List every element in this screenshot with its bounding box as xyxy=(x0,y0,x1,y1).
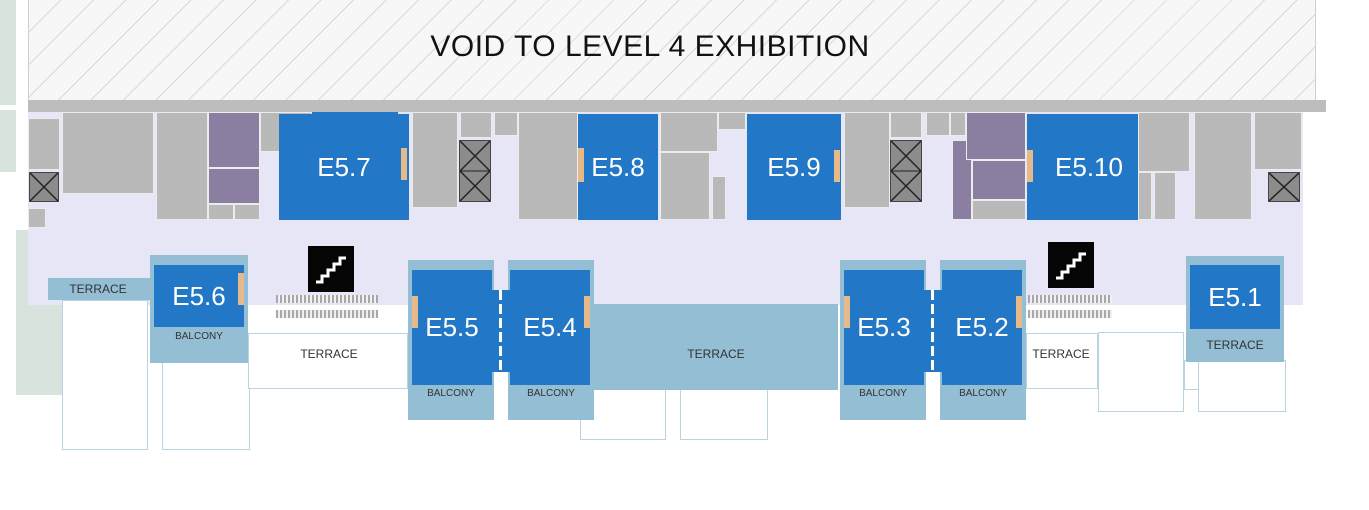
room-e5-1[interactable]: E5.1 xyxy=(1190,265,1280,329)
balcony-label: BALCONY xyxy=(175,331,223,342)
service-unit xyxy=(208,168,260,204)
void-area xyxy=(28,0,1316,100)
room-e5-5[interactable]: E5.5 xyxy=(412,270,492,385)
cross-box-icon xyxy=(459,140,491,202)
service-unit xyxy=(1138,172,1152,220)
room-label: E5.2 xyxy=(955,312,1009,342)
service-unit xyxy=(972,200,1026,220)
room-label: E5.10 xyxy=(1055,151,1123,182)
left-edge-strip xyxy=(0,110,16,172)
service-unit xyxy=(28,118,60,170)
service-unit xyxy=(1154,172,1176,220)
service-unit xyxy=(952,140,972,220)
terrace-area xyxy=(1026,333,1098,389)
room-label: E5.6 xyxy=(172,280,226,311)
stair-icon xyxy=(1048,242,1094,288)
lift-bank xyxy=(276,295,378,303)
door xyxy=(238,273,244,305)
room-label: E5.7 xyxy=(317,151,371,182)
door xyxy=(844,296,850,328)
balcony-label: BALCONY xyxy=(959,388,1007,399)
stair-icon xyxy=(308,246,354,292)
outline-area xyxy=(1198,360,1286,412)
service-unit xyxy=(926,112,950,136)
outline-area xyxy=(62,300,148,450)
service-unit xyxy=(208,204,234,220)
service-unit xyxy=(950,112,966,136)
balcony-label: BALCONY xyxy=(527,388,575,399)
void-title: VOID TO LEVEL 4 EXHIBITION xyxy=(430,30,870,63)
service-unit xyxy=(1194,112,1252,220)
lift-bank xyxy=(1028,295,1112,303)
service-unit xyxy=(660,152,710,220)
service-unit xyxy=(518,112,578,220)
room-label: E5.3 xyxy=(857,312,911,342)
door xyxy=(401,148,407,180)
room-e5-7[interactable]: E5.7 xyxy=(279,114,409,220)
terrace-label: TERRACE xyxy=(687,347,745,361)
room-label: E5.9 xyxy=(767,151,821,182)
service-unit xyxy=(712,176,726,220)
lift-bank xyxy=(1028,310,1112,318)
door xyxy=(584,296,590,328)
terrace-area xyxy=(248,333,408,389)
service-unit xyxy=(208,112,260,168)
service-unit xyxy=(660,112,718,152)
balcony-label: BALCONY xyxy=(859,388,907,399)
room-label: E5.5 xyxy=(425,312,479,342)
door xyxy=(412,296,418,328)
outline-area xyxy=(680,388,768,440)
service-unit xyxy=(234,204,260,220)
terrace-label: TERRACE xyxy=(1206,338,1264,352)
room-label: E5.8 xyxy=(591,151,645,182)
door xyxy=(578,148,584,182)
door xyxy=(834,150,840,182)
partition xyxy=(499,290,502,372)
service-unit xyxy=(28,208,46,228)
service-unit xyxy=(972,160,1026,200)
left-edge-strip xyxy=(0,0,16,105)
service-unit xyxy=(890,112,922,138)
outline-area xyxy=(580,388,666,440)
service-unit xyxy=(494,112,518,136)
room-e5-2[interactable]: E5.2 xyxy=(942,270,1022,385)
room-e5-9[interactable]: E5.9 xyxy=(747,114,841,220)
outline-area xyxy=(1098,332,1184,412)
terrace-center xyxy=(594,304,838,390)
service-unit xyxy=(966,112,1026,160)
terrace-label: TERRACE xyxy=(1032,347,1090,361)
service-unit xyxy=(62,112,154,194)
room-e5-6[interactable]: E5.6 xyxy=(154,265,244,327)
terrace-label: TERRACE xyxy=(300,347,358,361)
outline-area xyxy=(162,360,250,450)
room-e5-7-annex xyxy=(312,112,398,120)
room-e5-3[interactable]: E5.3 xyxy=(844,270,924,385)
lift-bank xyxy=(276,310,378,318)
partition xyxy=(931,290,934,372)
cross-box-icon xyxy=(890,140,922,202)
service-unit xyxy=(718,112,746,130)
service-unit xyxy=(1138,112,1190,172)
room-label: E5.4 xyxy=(523,312,577,342)
service-unit xyxy=(156,112,208,220)
room-e5-4[interactable]: E5.4 xyxy=(510,270,590,385)
room-e5-10[interactable]: E5.10 xyxy=(1027,114,1151,220)
room-label: E5.1 xyxy=(1208,281,1262,312)
balcony-label: BALCONY xyxy=(427,388,475,399)
void-ledge xyxy=(28,100,1326,112)
service-unit xyxy=(1254,112,1302,170)
terrace-left xyxy=(48,278,150,300)
cross-box-icon xyxy=(1268,172,1300,202)
terrace-label: TERRACE xyxy=(69,282,127,296)
service-unit xyxy=(412,112,458,208)
room-e5-8[interactable]: E5.8 xyxy=(578,114,658,220)
cross-box-icon xyxy=(29,172,59,202)
door xyxy=(1027,150,1033,182)
service-unit xyxy=(460,112,492,138)
service-unit xyxy=(844,112,890,208)
door xyxy=(1016,296,1022,328)
